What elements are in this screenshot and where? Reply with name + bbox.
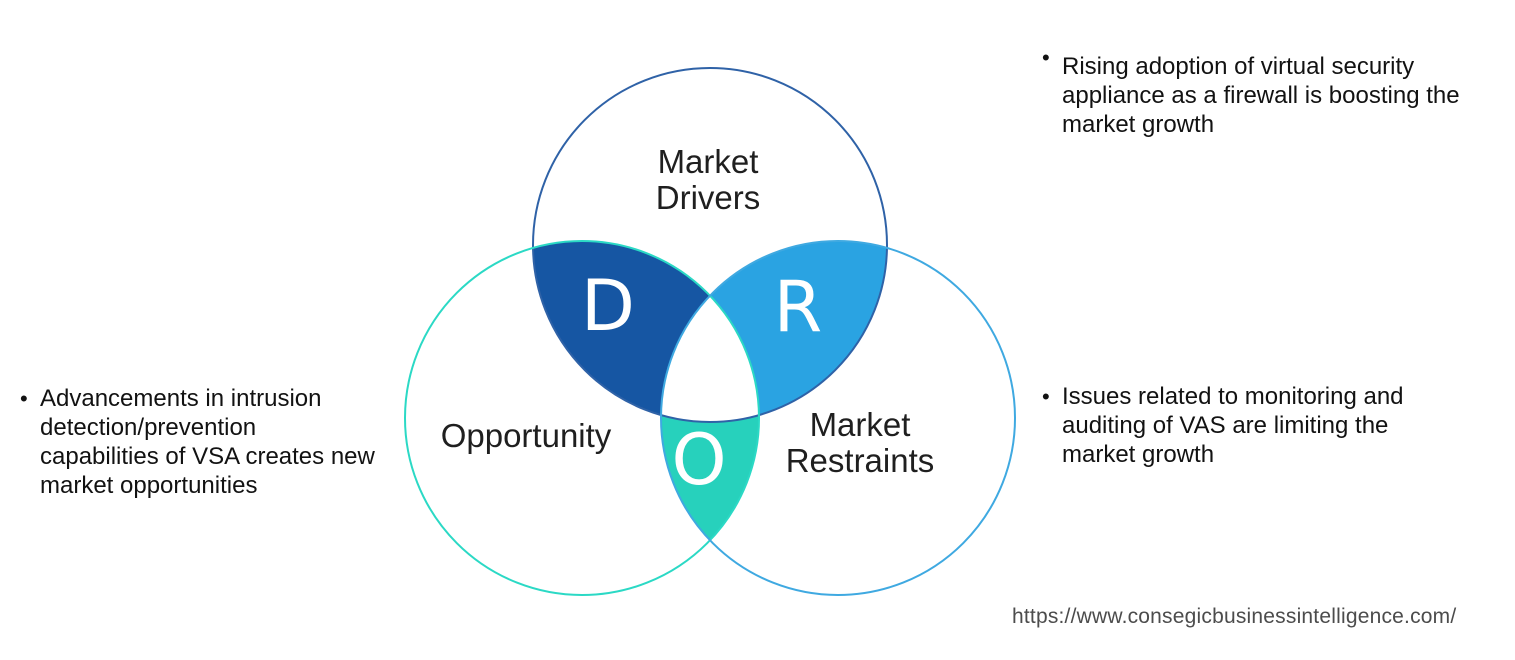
driver-bullet: • Rising adoption of virtual security ap… bbox=[1042, 45, 1502, 139]
bullet-dot-icon: • bbox=[1042, 45, 1050, 70]
bullet-line: Rising adoption of virtual security bbox=[1062, 53, 1415, 80]
opportunity-label: Opportunity bbox=[441, 417, 612, 454]
bullet-line: auditing of VAS are limiting the bbox=[1062, 412, 1389, 439]
bullet-dot-icon: • bbox=[20, 386, 28, 411]
restraints-label-line2: Restraints bbox=[786, 442, 935, 479]
d-letter: D bbox=[581, 265, 635, 347]
opportunity-bullet-text: Advancements in intrusion detection/prev… bbox=[40, 384, 375, 500]
restraint-bullet: • Issues related to monitoring and audit… bbox=[1042, 382, 1502, 469]
bullet-line: appliance as a firewall is boosting the bbox=[1062, 82, 1460, 109]
restraints-label-line1: Market bbox=[810, 406, 911, 443]
bullet-line: Issues related to monitoring and bbox=[1062, 383, 1404, 410]
o-letter: O bbox=[671, 419, 726, 501]
drivers-label-line2: Drivers bbox=[656, 179, 761, 216]
opportunity-bullet: • Advancements in intrusion detection/pr… bbox=[20, 384, 400, 500]
opportunity-circle bbox=[404, 240, 760, 596]
bullet-line: market growth bbox=[1062, 441, 1215, 468]
bullet-line: market opportunities bbox=[40, 472, 258, 499]
bullet-line: detection/prevention bbox=[40, 414, 257, 441]
restraints-circle bbox=[660, 240, 1016, 596]
r-letter: R bbox=[774, 266, 823, 348]
bullet-dot-icon: • bbox=[1042, 384, 1050, 409]
source-url: https://www.consegicbusinessintelligence… bbox=[1012, 605, 1457, 628]
drivers-circle bbox=[532, 67, 888, 423]
drivers-label-line1: Market bbox=[658, 143, 759, 180]
driver-bullet-text: Rising adoption of virtual security appl… bbox=[1062, 52, 1460, 139]
bullet-line: market growth bbox=[1062, 111, 1215, 138]
restraint-bullet-text: Issues related to monitoring and auditin… bbox=[1062, 382, 1404, 469]
bullet-line: capabilities of VSA creates new bbox=[40, 443, 375, 470]
bullet-line: Advancements in intrusion bbox=[40, 385, 322, 412]
